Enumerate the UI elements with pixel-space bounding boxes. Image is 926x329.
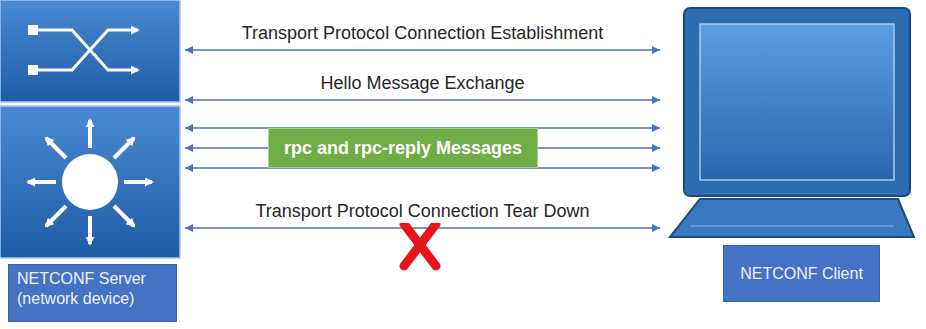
edge-label: Transport Protocol Connection Tear Down xyxy=(252,201,592,223)
node-text: NETCONF Server (network device) xyxy=(17,269,168,309)
message-arrow xyxy=(185,99,660,101)
label-box: rpc and rpc-reply Messages xyxy=(268,128,538,168)
edge-label: Hello Message Exchange xyxy=(317,73,527,95)
client-node: NETCONF Client xyxy=(660,0,916,305)
label-box: NETCONF Client xyxy=(723,245,880,302)
edge-label: Transport Protocol Connection Establishm… xyxy=(239,23,607,45)
switch-icon xyxy=(0,0,180,102)
node-text: rpc and rpc-reply Messages xyxy=(284,137,522,160)
label-box: NETCONF Server (network device) xyxy=(8,264,177,322)
computer-icon xyxy=(670,8,914,237)
node-text: NETCONF Client xyxy=(740,264,863,284)
message-arrow xyxy=(185,49,660,51)
message-box: rpc and rpc-reply Messages xyxy=(268,128,538,168)
server-node: NETCONF Server (network device) xyxy=(0,0,185,325)
router-icon xyxy=(0,106,180,258)
message-arrow xyxy=(185,227,660,229)
